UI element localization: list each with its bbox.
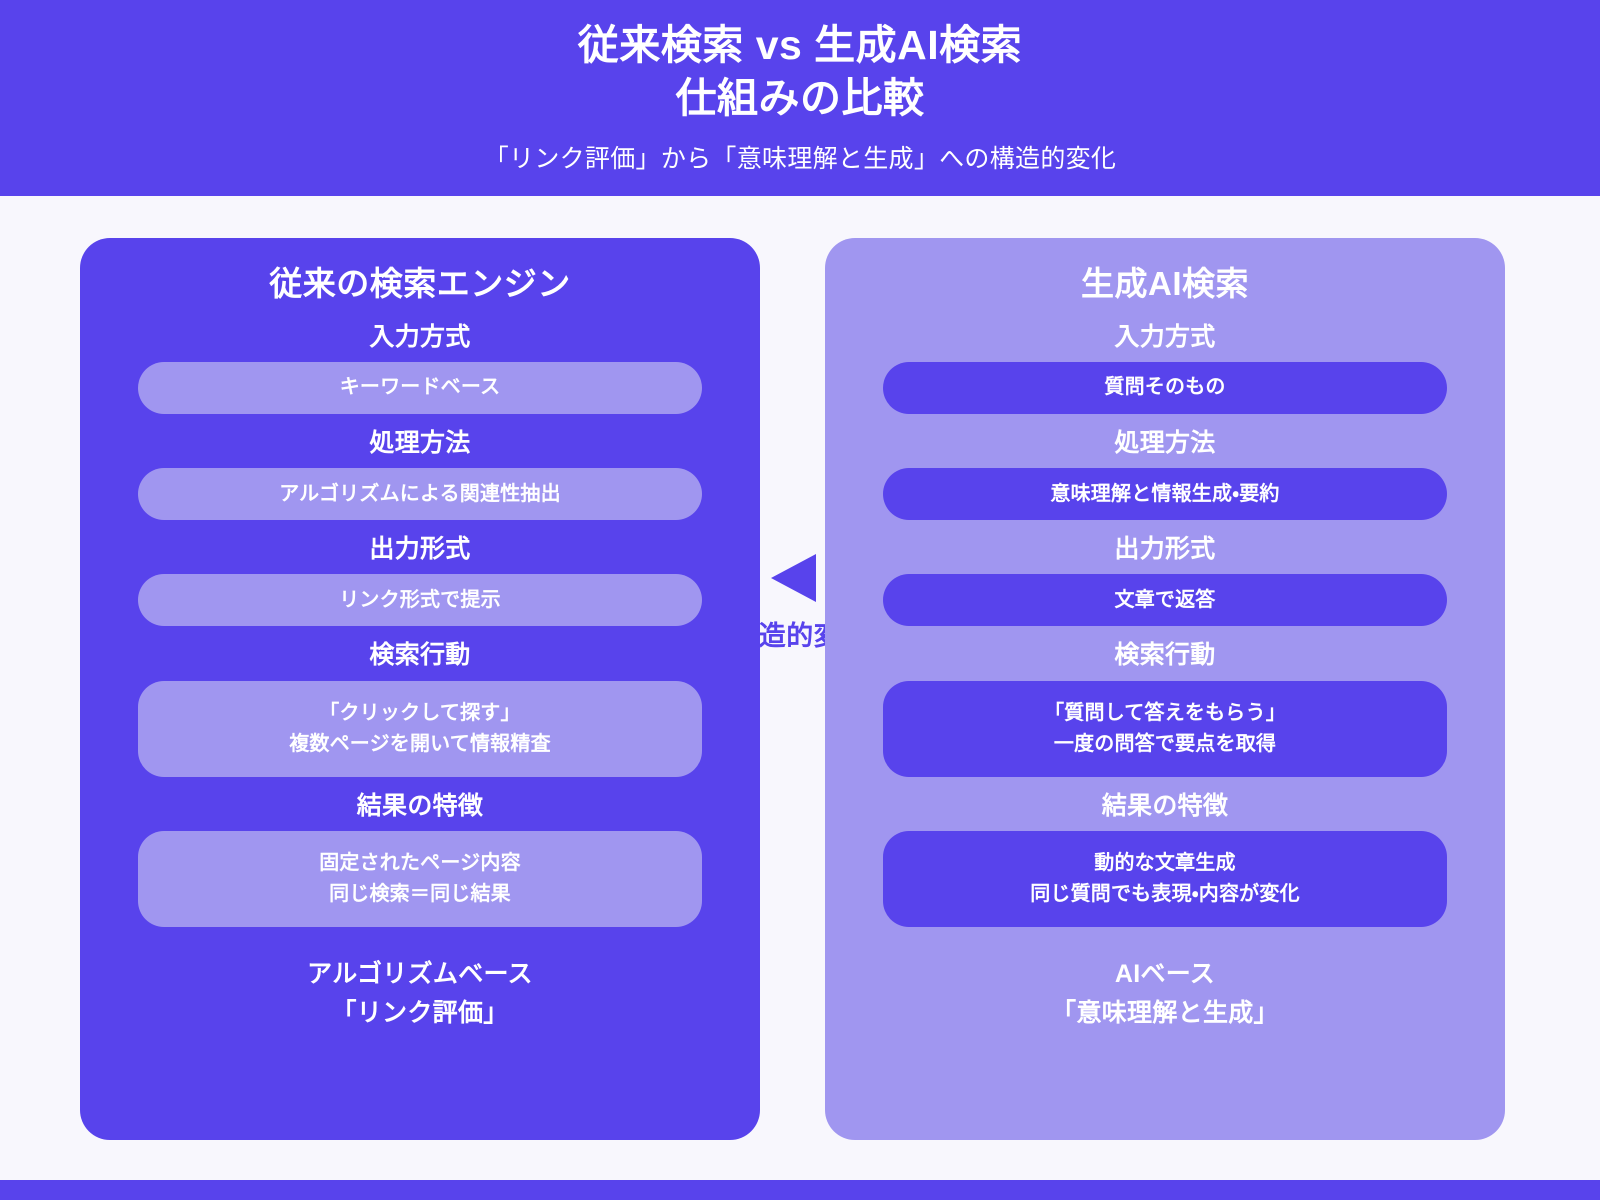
row-value-output-format-left: リンク形式で提示 (138, 574, 702, 627)
page-title: 従来検索 vs 生成AI検索 仕組みの比較 (577, 21, 1023, 121)
row-value-search-behavior-left: 「クリックして探す」 複数ページを開いて情報精査 (138, 680, 702, 777)
row-value-processing-left: アルゴリズムによる関連性抽出 (138, 468, 702, 521)
panel-generative-ai-search: 生成AI検索 入力方式 質問そのもの 処理方法 意味理解と情報生成・要約 出力形… (825, 238, 1505, 1140)
row-label-search-behavior-right: 検索行動 (1114, 641, 1216, 670)
panel-title-traditional: 従来の検索エンジン (269, 265, 571, 302)
row-label-processing-right: 処理方法 (1114, 428, 1216, 457)
panel-title-generative: 生成AI検索 (1081, 265, 1249, 302)
row-label-input-method-left: 入力方式 (369, 322, 471, 351)
header-banner: 従来検索 vs 生成AI検索 仕組みの比較 「リンク評価」から「意味理解と生成」… (0, 0, 1600, 196)
row-label-search-behavior-left: 検索行動 (369, 641, 471, 670)
row-value-input-method-right: 質問そのもの (883, 361, 1447, 414)
row-value-result-traits-right: 動的な文章生成 同じ質問でも表現・内容が変化 (883, 830, 1447, 927)
bottom-accent-bar (0, 1180, 1600, 1200)
panel-footer-generative: AIベース 「意味理解と生成」 (1051, 959, 1279, 1027)
row-label-output-format-left: 出力形式 (369, 535, 471, 564)
row-label-processing-left: 処理方法 (369, 428, 471, 457)
comparison-stage: 構造的変化 従来の検索エンジン 入力方式 キーワードベース 処理方法 アルゴリズ… (0, 196, 1600, 1180)
row-label-result-traits-left: 結果の特徴 (356, 791, 484, 820)
row-value-processing-right: 意味理解と情報生成・要約 (883, 468, 1447, 521)
row-value-output-format-right: 文章で返答 (883, 574, 1447, 627)
page-subtitle: 「リンク評価」から「意味理解と生成」への構造的変化 (483, 145, 1117, 174)
row-value-result-traits-left: 固定されたページ内容 同じ検索＝同じ結果 (138, 830, 702, 927)
row-label-output-format-right: 出力形式 (1114, 535, 1216, 564)
row-label-input-method-right: 入力方式 (1114, 322, 1216, 351)
row-value-input-method-left: キーワードベース (138, 361, 702, 414)
triangle-left-shape (770, 554, 816, 602)
row-label-result-traits-right: 結果の特徴 (1101, 791, 1229, 820)
panel-footer-traditional: アルゴリズムベース 「リンク評価」 (307, 959, 533, 1027)
panel-traditional-search: 従来の検索エンジン 入力方式 キーワードベース 処理方法 アルゴリズムによる関連… (80, 238, 760, 1140)
triangle-left-icon (760, 554, 826, 602)
row-value-search-behavior-right: 「質問して答えをもらう」 一度の問答で要点を取得 (883, 680, 1447, 777)
